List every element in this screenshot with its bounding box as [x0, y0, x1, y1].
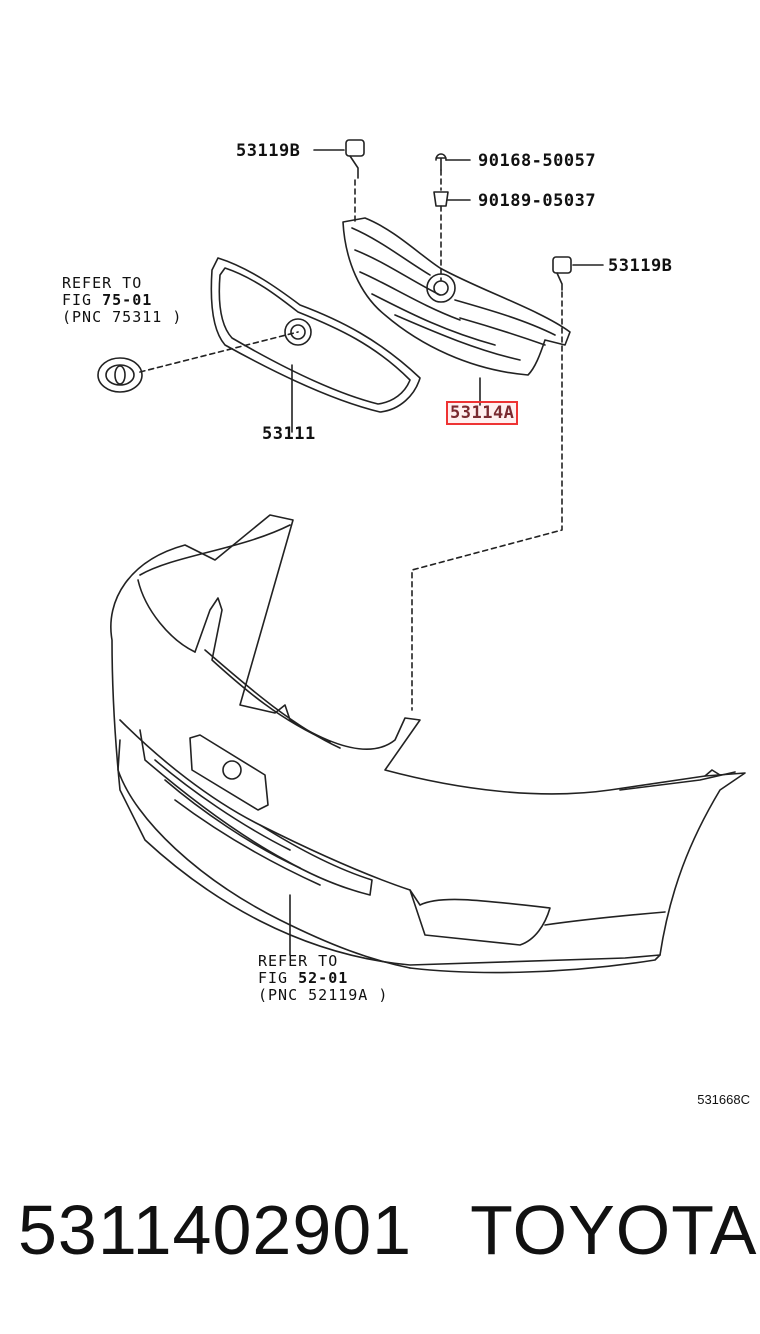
refer-emblem-fig-number: 75-01	[102, 291, 153, 309]
refer-bumper-line1: REFER TO	[258, 952, 339, 970]
radiator-grille-53114A	[342, 217, 571, 406]
refer-emblem-fig-prefix: FIG	[62, 291, 93, 309]
label-90189-05037: 90189-05037	[478, 191, 597, 211]
label-53111: 53111	[262, 424, 316, 444]
parts-diagram	[97, 139, 746, 974]
refer-bumper: REFER TO FIG 52-01 (PNC 52119A )	[258, 953, 388, 1004]
diagram-code: 531668C	[697, 1092, 750, 1107]
front-bumper	[110, 514, 746, 974]
clip-53119B-top	[345, 139, 365, 157]
grille-frame-53111	[210, 257, 421, 433]
footer-caption: 5311402901 TOYOTA	[18, 1185, 757, 1275]
label-53114A-highlighted: 53114A	[446, 401, 519, 425]
label-53119B-right: 53119B	[608, 256, 673, 276]
part-number: 5311402901	[18, 1191, 413, 1269]
refer-emblem-fig: FIG 75-01	[62, 292, 182, 309]
brand-name: TOYOTA	[470, 1191, 758, 1269]
refer-bumper-fig-prefix: FIG	[258, 969, 289, 987]
refer-bumper-fig-number: 52-01	[298, 969, 349, 987]
clip-53119B-right	[552, 256, 572, 274]
emblem	[97, 331, 299, 393]
fasteners	[289, 139, 604, 956]
label-90168-50057: 90168-50057	[478, 151, 597, 171]
refer-bumper-fig: FIG 52-01	[258, 970, 388, 987]
refer-emblem: REFER TO FIG 75-01 (PNC 75311 )	[62, 275, 182, 326]
refer-bumper-pnc: (PNC 52119A )	[258, 986, 389, 1004]
refer-emblem-line1: REFER TO	[62, 274, 143, 292]
label-53119B-top: 53119B	[236, 141, 301, 161]
refer-emblem-pnc: (PNC 75311 )	[62, 308, 183, 326]
